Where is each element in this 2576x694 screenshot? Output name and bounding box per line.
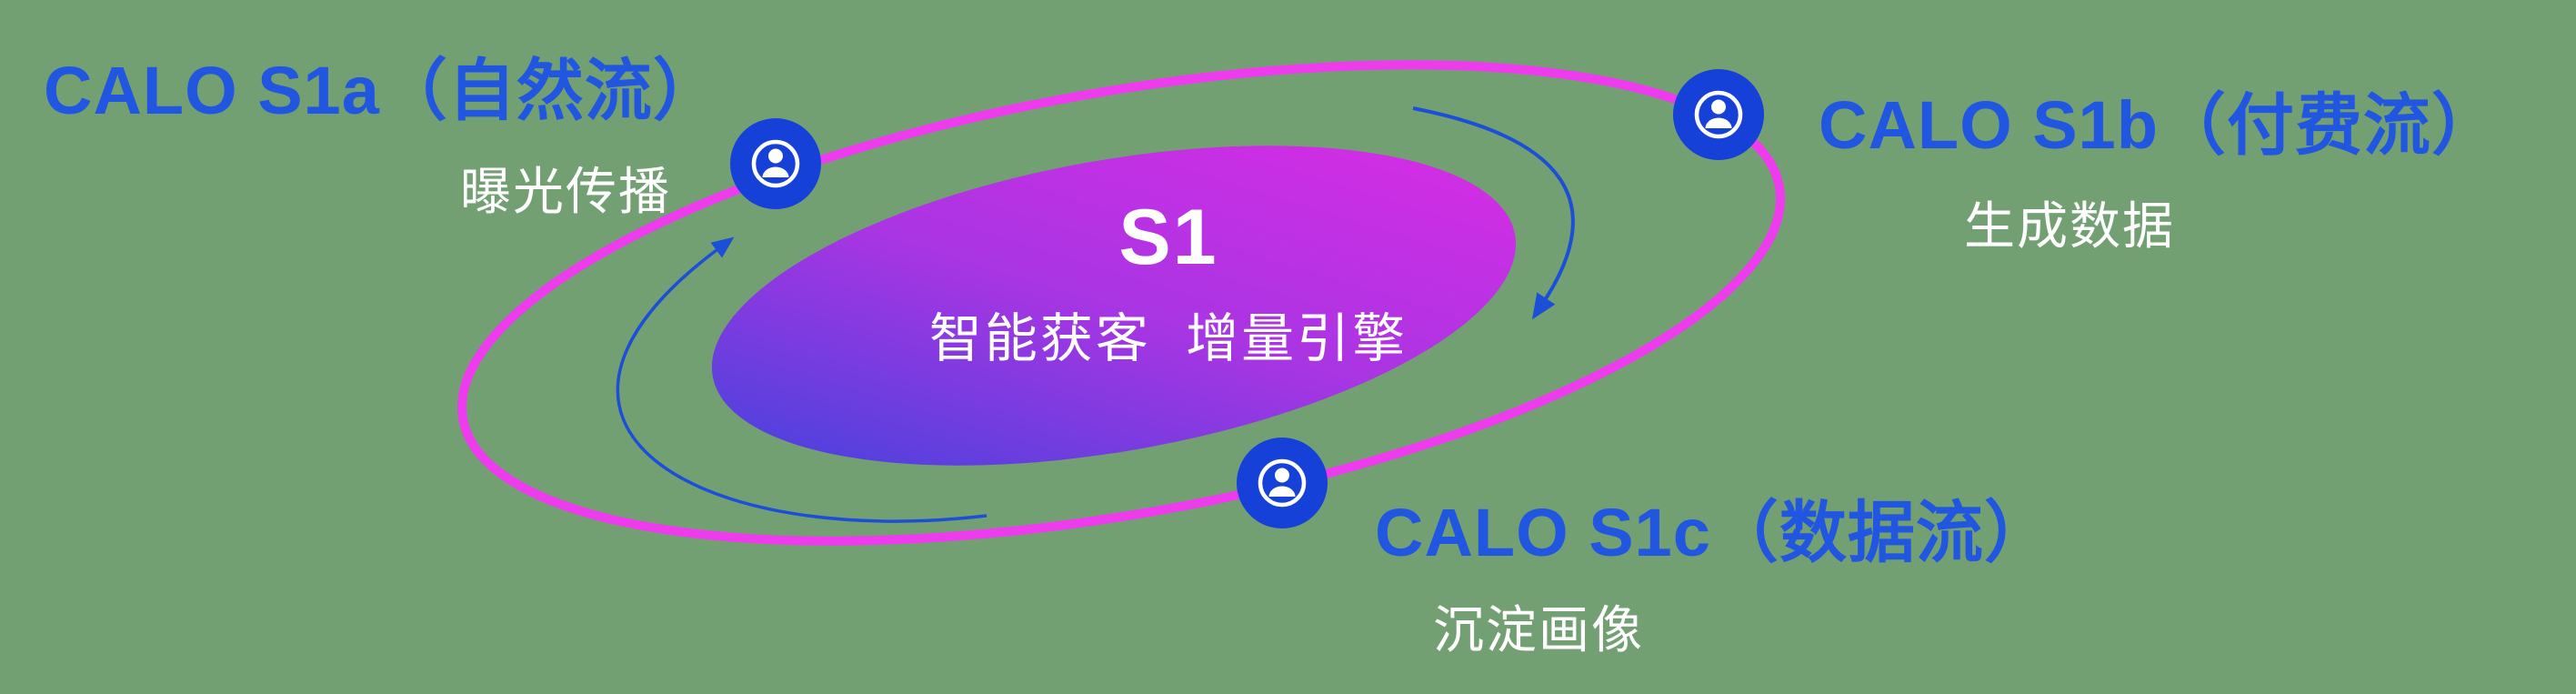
node-s1c-title: CALO S1c（数据流） (1375, 495, 2052, 570)
node-s1b-subtitle: 生成数据 (1964, 197, 2175, 255)
orbit-ellipse (457, 60, 1785, 546)
person-in-circle-icon (730, 118, 821, 209)
flow-arrow-right (1412, 106, 1575, 320)
core-ellipse (711, 146, 1517, 466)
person-in-circle-icon (1237, 438, 1328, 528)
node-s1c-subtitle: 沉淀画像 (1433, 601, 1644, 659)
node-s1a-subtitle: 曝光传播 (460, 163, 671, 220)
node-s1b-title: CALO S1b（付费流） (1819, 87, 2500, 163)
flow-arrow-left (616, 236, 987, 523)
person-in-circle-icon (1673, 69, 1764, 160)
node-s1a-title: CALO S1a（自然流） (44, 53, 721, 128)
